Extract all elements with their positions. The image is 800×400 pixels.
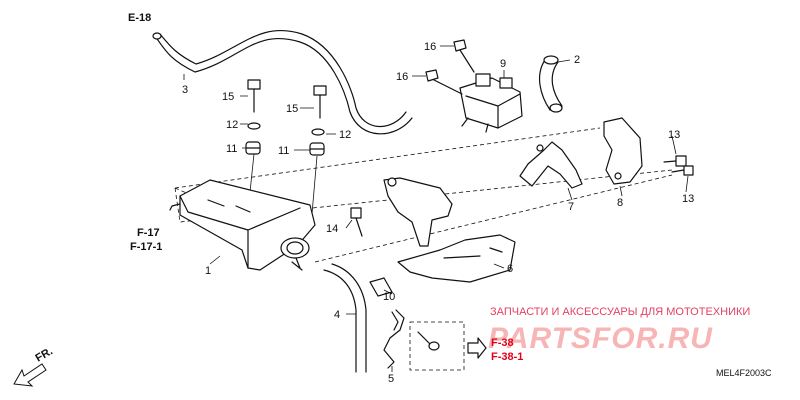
bolt-13-lower [671, 165, 694, 176]
ref-f17[interactable]: F-17 [137, 227, 160, 239]
callout-1: 1 [205, 265, 211, 277]
callout-14: 14 [326, 223, 338, 235]
hose-2-end-b [549, 103, 563, 113]
ref-arrow-f38 [467, 337, 487, 359]
bolt-15-right [313, 85, 327, 119]
ref-f38[interactable]: F-38 [491, 337, 514, 349]
callout-5: 5 [388, 373, 394, 385]
callout-13-lower: 13 [682, 193, 694, 205]
watermark-brand: PARTSFOR.RU [488, 322, 713, 355]
upper-bracket-bolt [387, 177, 397, 187]
clamp-5 [383, 309, 405, 369]
washer-12-right [311, 128, 325, 136]
ref-f17-1[interactable]: F-17-1 [130, 241, 162, 253]
bracket-6 [397, 234, 516, 283]
bolt-14 [350, 207, 363, 237]
callout-12-left: 12 [226, 119, 238, 131]
bolt-16-upper [453, 39, 475, 73]
callout-11-right: 11 [278, 145, 289, 157]
hose-2 [538, 59, 563, 111]
solenoid-valve-9 [459, 73, 523, 133]
bracket-6-detail [443, 247, 503, 259]
callout-15-left: 15 [222, 91, 234, 103]
callout-11-left: 11 [226, 143, 237, 155]
callout-16-upper: 16 [424, 41, 436, 53]
bolt-f38 [417, 331, 440, 351]
hose-3-end [152, 32, 162, 40]
bolt-13-upper [663, 155, 687, 167]
ref-f38-1[interactable]: F-38-1 [491, 351, 523, 363]
drain-hose-4 [323, 263, 367, 373]
axis-right [311, 155, 318, 215]
callout-13-upper: 13 [668, 129, 680, 141]
callout-12-right: 12 [339, 129, 351, 141]
grommet-11-left [245, 141, 261, 155]
bolt-15-left [247, 79, 261, 113]
callout-6: 6 [507, 263, 513, 275]
washer-12-left [247, 122, 261, 130]
callout-10: 10 [383, 291, 395, 303]
callout-16-lower: 16 [396, 71, 408, 83]
hose-3-outline [159, 29, 407, 128]
callout-2: 2 [574, 54, 580, 66]
hose-2-end [543, 55, 559, 65]
callout-7: 7 [568, 201, 574, 213]
evap-canister-1 [169, 179, 316, 271]
callout-15-right: 15 [286, 103, 298, 115]
hose-3 [154, 35, 413, 135]
ref-e18[interactable]: E-18 [128, 12, 151, 24]
front-direction-label: FR. [34, 345, 55, 364]
watermark-tagline: ЗАПЧАСТИ И АКСЕССУАРЫ ДЛЯ МОТОТЕХНИКИ [490, 306, 750, 318]
grommet-11-right [309, 142, 325, 156]
plate-8 [603, 117, 643, 185]
diagram-code: MEL4F2003C [716, 368, 772, 378]
bracket-7-hole [536, 144, 544, 152]
ref-box-f38 [409, 321, 465, 371]
axis-left [249, 153, 255, 193]
leaders [183, 45, 689, 372]
callout-4: 4 [334, 309, 340, 321]
bolt-16-lower [425, 69, 463, 95]
upper-bracket [383, 177, 453, 247]
callout-9: 9 [500, 58, 506, 70]
bracket-7 [519, 141, 583, 189]
callout-3: 3 [182, 84, 188, 96]
plate-8-hole [614, 172, 622, 180]
front-direction-arrow [13, 363, 47, 387]
callout-8: 8 [617, 197, 623, 209]
